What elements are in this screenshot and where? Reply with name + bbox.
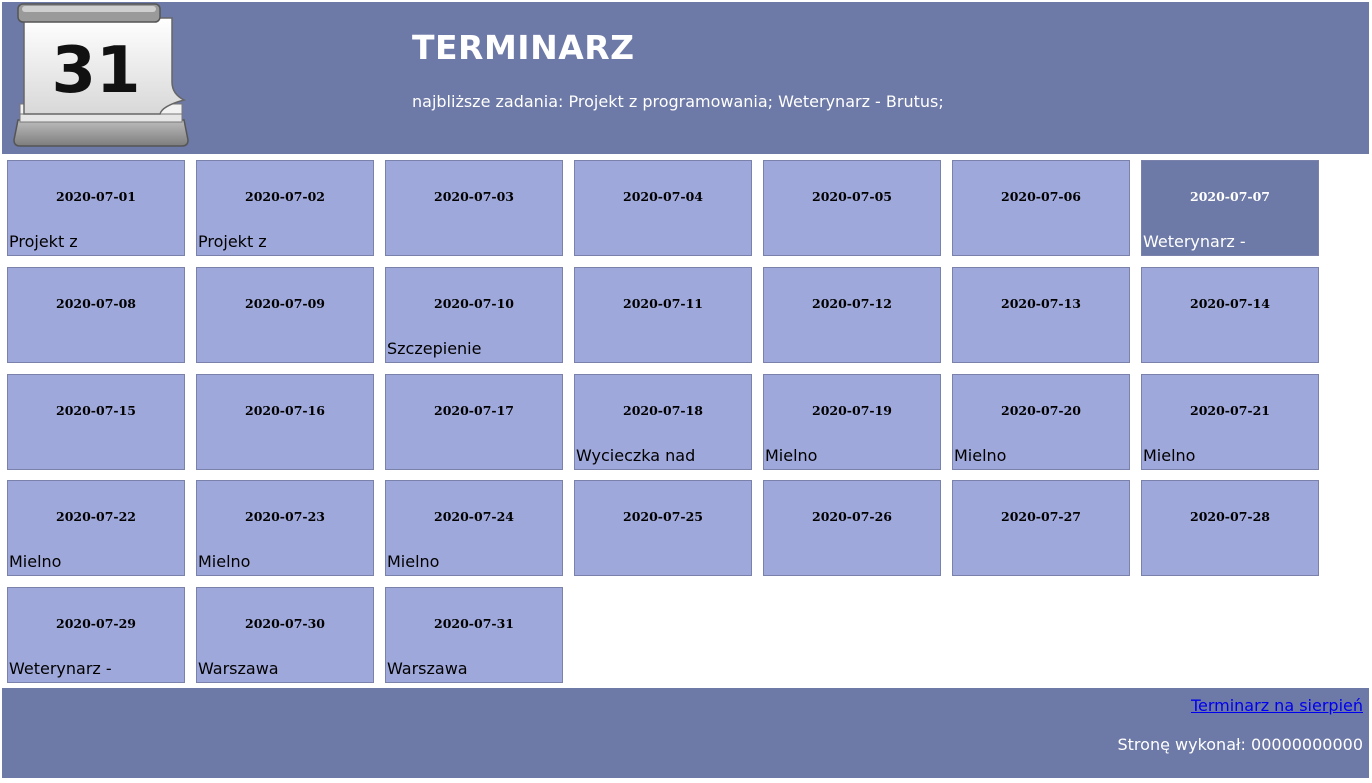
day-cell[interactable]: 2020-07-13 — [952, 267, 1130, 363]
day-date: 2020-07-22 — [56, 509, 136, 524]
day-date: 2020-07-28 — [1190, 509, 1270, 524]
day-cell[interactable]: 2020-07-04 — [574, 160, 752, 256]
day-task: Projekt z — [9, 232, 78, 251]
day-cell[interactable]: 2020-07-27 — [952, 480, 1130, 576]
upcoming-tasks: najbliższe zadania: Projekt z programowa… — [412, 92, 944, 111]
day-date: 2020-07-30 — [245, 616, 325, 631]
day-task: Mielno — [387, 552, 440, 571]
author-credit: Stronę wykonał: 00000000000 — [1117, 735, 1364, 754]
day-cell[interactable]: 2020-07-25 — [574, 480, 752, 576]
day-cell[interactable]: 2020-07-15 — [7, 374, 185, 470]
day-date: 2020-07-08 — [56, 296, 136, 311]
day-date: 2020-07-01 — [56, 189, 136, 204]
day-date: 2020-07-11 — [623, 296, 703, 311]
day-date: 2020-07-15 — [56, 403, 136, 418]
day-date: 2020-07-24 — [434, 509, 514, 524]
day-date: 2020-07-09 — [245, 296, 325, 311]
day-date: 2020-07-13 — [1001, 296, 1081, 311]
day-date: 2020-07-14 — [1190, 296, 1270, 311]
day-date: 2020-07-05 — [812, 189, 892, 204]
day-task: Weterynarz - — [9, 659, 112, 678]
day-task: Projekt z — [198, 232, 267, 251]
day-date: 2020-07-03 — [434, 189, 514, 204]
day-date: 2020-07-25 — [623, 509, 703, 524]
day-cell[interactable]: 2020-07-26 — [763, 480, 941, 576]
day-date: 2020-07-04 — [623, 189, 703, 204]
day-task: Mielno — [1143, 446, 1196, 465]
day-cell[interactable]: 2020-07-14 — [1141, 267, 1319, 363]
day-task: Mielno — [765, 446, 818, 465]
day-cell[interactable]: 2020-07-06 — [952, 160, 1130, 256]
day-task: Wycieczka nad — [576, 446, 696, 465]
day-cell[interactable]: 2020-07-28 — [1141, 480, 1319, 576]
day-task: Warszawa — [387, 659, 468, 678]
logo-number: 31 — [51, 34, 140, 108]
day-cell[interactable]: 2020-07-11 — [574, 267, 752, 363]
day-task: Szczepienie — [387, 339, 482, 358]
day-date: 2020-07-19 — [812, 403, 892, 418]
page-header: 31 TERMINARZ najbliższe zadania: Projekt… — [2, 2, 1369, 154]
day-date: 2020-07-18 — [623, 403, 703, 418]
day-cell[interactable]: 2020-07-09 — [196, 267, 374, 363]
page-title: TERMINARZ — [412, 28, 635, 67]
day-date: 2020-07-12 — [812, 296, 892, 311]
day-task: Warszawa — [198, 659, 279, 678]
day-date: 2020-07-17 — [434, 403, 514, 418]
day-cell[interactable]: 2020-07-08 — [7, 267, 185, 363]
day-date: 2020-07-26 — [812, 509, 892, 524]
next-month-link[interactable]: Terminarz na sierpień — [1190, 696, 1363, 715]
day-date: 2020-07-29 — [56, 616, 136, 631]
day-task: Mielno — [9, 552, 62, 571]
day-date: 2020-07-16 — [245, 403, 325, 418]
day-cell[interactable]: 2020-07-05 — [763, 160, 941, 256]
day-date: 2020-07-20 — [1001, 403, 1081, 418]
day-task: Mielno — [954, 446, 1007, 465]
day-date: 2020-07-27 — [1001, 509, 1081, 524]
day-cell[interactable]: 2020-07-17 — [385, 374, 563, 470]
day-cell[interactable]: 2020-07-12 — [763, 267, 941, 363]
calendar-icon: 31 — [13, 3, 189, 147]
day-date: 2020-07-31 — [434, 616, 514, 631]
day-date: 2020-07-21 — [1190, 403, 1270, 418]
day-task: Weterynarz - — [1143, 232, 1246, 251]
day-date: 2020-07-10 — [434, 296, 514, 311]
day-date: 2020-07-07 — [1190, 189, 1270, 204]
page-footer: Terminarz na sierpień Stronę wykonał: 00… — [2, 688, 1369, 778]
day-date: 2020-07-23 — [245, 509, 325, 524]
day-date: 2020-07-06 — [1001, 189, 1081, 204]
day-date: 2020-07-02 — [245, 189, 325, 204]
day-cell[interactable]: 2020-07-03 — [385, 160, 563, 256]
day-task: Mielno — [198, 552, 251, 571]
day-cell[interactable]: 2020-07-16 — [196, 374, 374, 470]
